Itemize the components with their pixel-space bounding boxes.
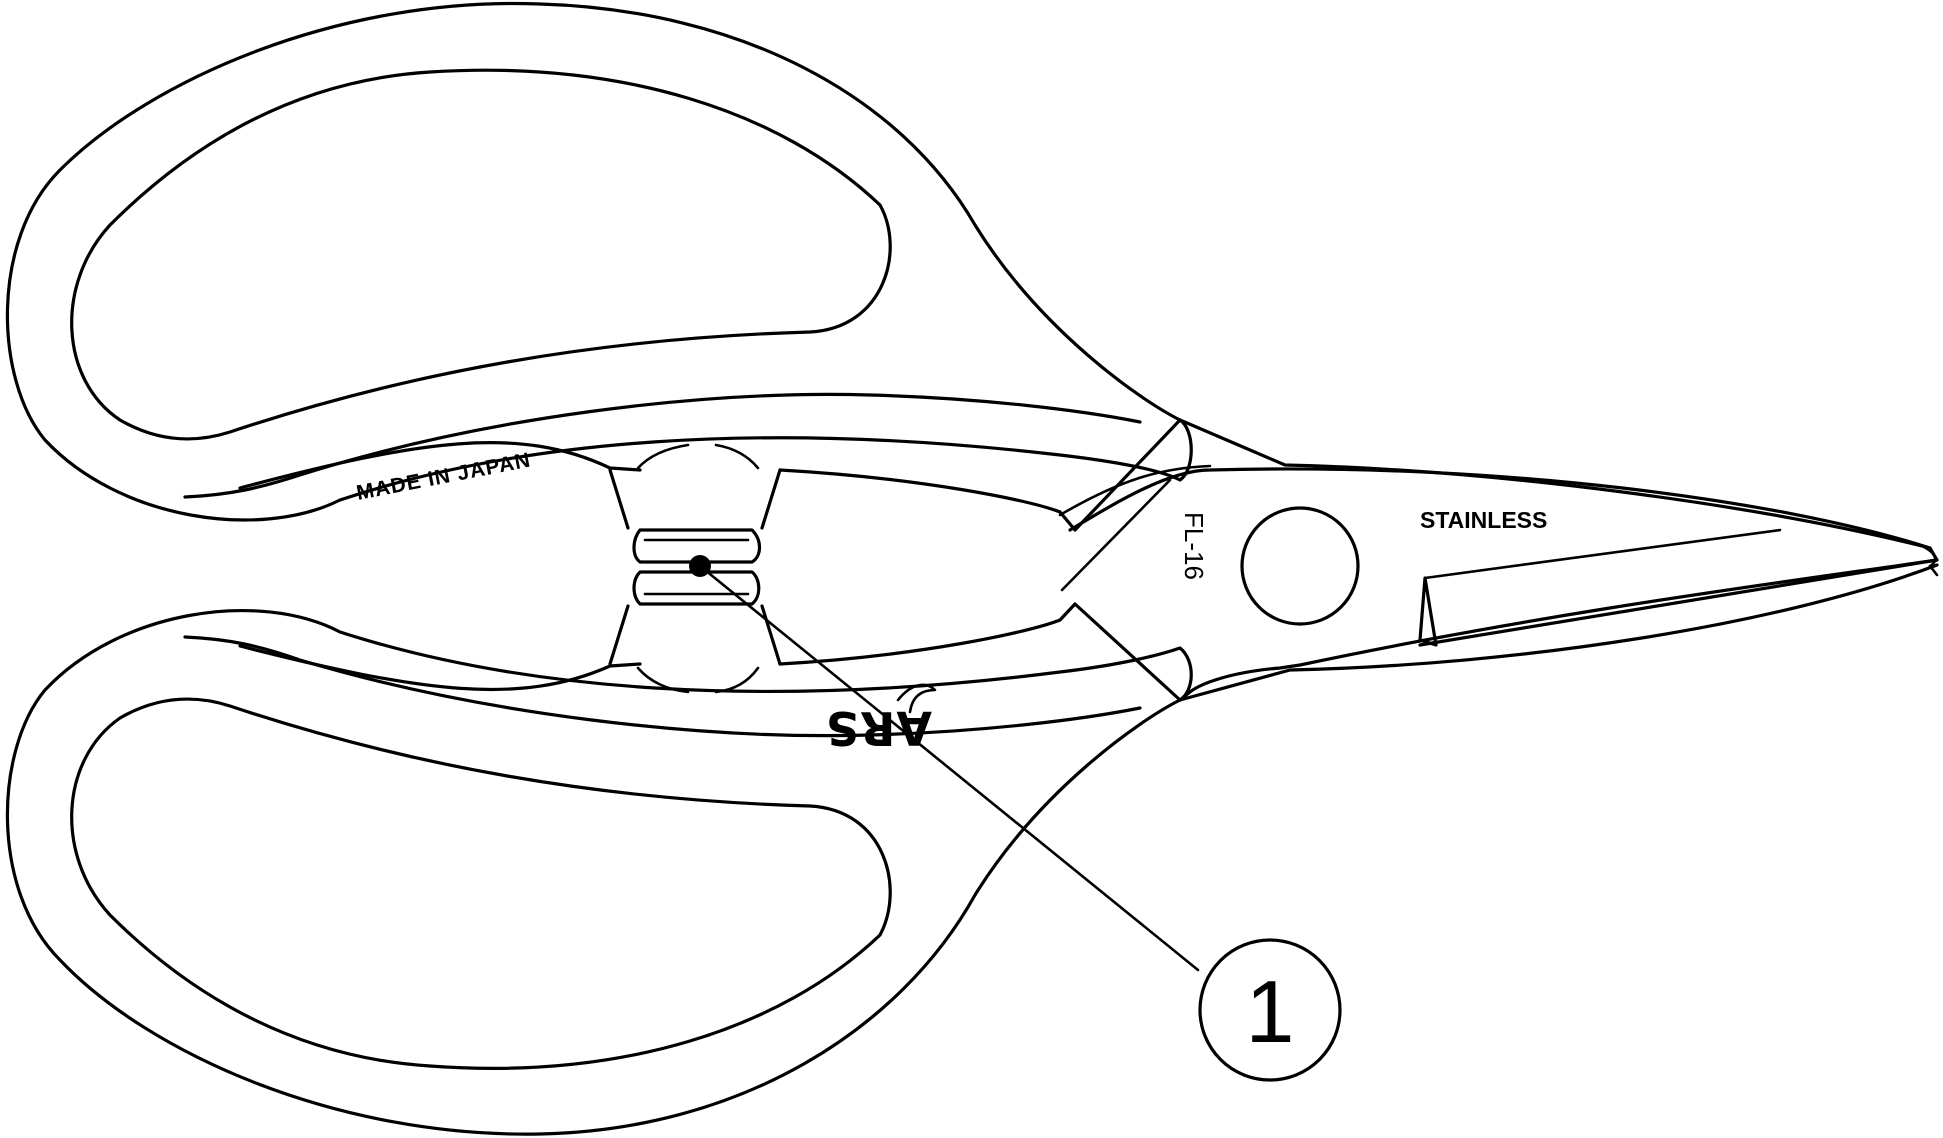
lower-handle-outer bbox=[5, 609, 1193, 1136]
brand-mark bbox=[896, 683, 937, 714]
lower-blade-edge bbox=[1418, 558, 1939, 647]
spring-arm-lower-right bbox=[760, 604, 782, 666]
hinge-center bbox=[1060, 478, 1172, 592]
material-label: STAINLESS bbox=[1420, 507, 1547, 533]
pivot-screw bbox=[1240, 506, 1360, 626]
spring-assembly bbox=[608, 443, 1062, 694]
hinge-lower bbox=[1058, 602, 1182, 702]
spring-curve-ur bbox=[714, 443, 760, 470]
upper-handle-loop bbox=[70, 68, 892, 441]
spring-clip-lower bbox=[632, 570, 761, 606]
lower-blade bbox=[1178, 563, 1939, 702]
spring-clip-upper bbox=[632, 528, 762, 564]
spring-top-link bbox=[778, 468, 1062, 514]
spring-arm-upper-left bbox=[608, 468, 630, 530]
spring-arm-upper-right bbox=[760, 468, 782, 530]
spring-curve-ll bbox=[636, 666, 690, 694]
lower-handle-rail bbox=[183, 635, 1142, 738]
hinge-upper bbox=[1058, 418, 1182, 532]
lower-handle-ridge bbox=[238, 644, 642, 692]
upper-blade-spine bbox=[1178, 418, 1932, 550]
upper-handle-rail bbox=[183, 392, 1142, 499]
upper-handle-outer bbox=[5, 1, 1193, 522]
callout-1-number: 1 bbox=[1246, 962, 1295, 1061]
callout-1-circle bbox=[1198, 938, 1342, 1082]
spring-curve-ul bbox=[636, 443, 690, 470]
lower-handle-loop bbox=[70, 697, 892, 1070]
upper-handle-ridge bbox=[238, 441, 642, 490]
made-in-label: MADE IN JAPAN bbox=[355, 449, 533, 505]
lower-handle bbox=[5, 609, 1193, 1136]
model-label: FL-16 bbox=[1179, 512, 1209, 580]
callout-1: 1 bbox=[689, 555, 1342, 1082]
blades bbox=[1058, 418, 1939, 702]
upper-blade-inner bbox=[1058, 464, 1212, 517]
blade-tooth bbox=[1418, 576, 1438, 647]
callout-1-leader bbox=[698, 564, 1200, 972]
lower-blade-bevel bbox=[1423, 528, 1782, 580]
upper-handle bbox=[5, 1, 1193, 522]
spring-curve-lr bbox=[714, 666, 760, 694]
spring-bottom-link bbox=[778, 618, 1062, 666]
spring-arm-lower-left bbox=[608, 604, 630, 666]
blade-tip bbox=[1918, 543, 1939, 577]
upper-blade bbox=[1068, 467, 1939, 702]
